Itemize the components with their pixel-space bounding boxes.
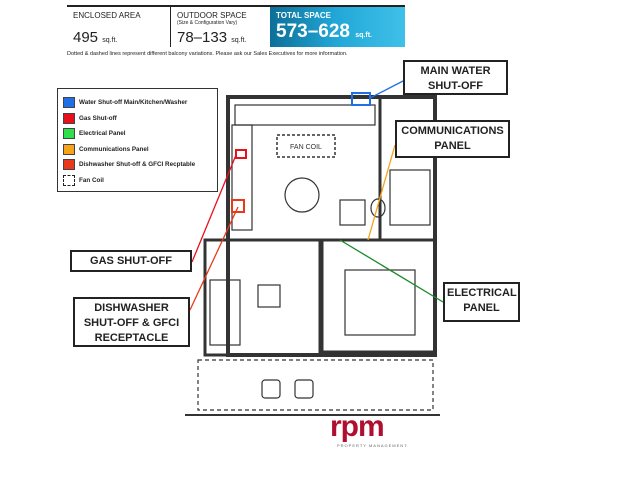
callout-dishwasher: DISHWASHER SHUT-OFF & GFCI RECEPTACLE [73,297,190,347]
brand-tagline: PROPERTY MANAGEMENT [337,443,408,448]
legend-item: Fan Coil [63,173,212,189]
legend-label: Water Shut-off Main/Kitchen/Washer [79,99,188,107]
kitchen-side-counter [231,124,253,231]
brand-logo: rpm [330,410,385,443]
comms-swatch [63,143,75,155]
legend-item: Water Shut-off Main/Kitchen/Washer [63,95,212,111]
total-label: TOTAL SPACE [276,11,331,20]
balcony [197,359,434,411]
enclosed-area: ENCLOSED AREA 495 sq.ft. [67,7,170,47]
toilet [370,198,386,218]
callout-electrical: ELECTRICAL PANEL [443,282,520,322]
legend-item: Electrical Panel [63,126,212,142]
dishwasher-marker [231,199,245,213]
fan-coil-label: FAN COIL [290,144,322,151]
legend-item: Gas Shut-off [63,111,212,127]
legend-item: Dishwasher Shut-off & GFCI Recptable [63,157,212,173]
area-summary: ENCLOSED AREA 495 sq.ft. OUTDOOR SPACE (… [67,5,405,47]
outdoor-unit: sq.ft. [231,37,247,44]
outdoor-sublabel: (Size & Configuration Vary) [177,20,238,26]
kitchen-counter [234,104,376,126]
legend-label: Gas Shut-off [79,114,117,122]
callout-communications: COMMUNICATIONS PANEL [395,120,510,158]
balcony-note: Dotted & dashed lines represent differen… [67,51,348,57]
dishwasher-swatch [63,159,75,171]
callout-main-water: MAIN WATER SHUT-OFF [403,60,508,95]
total-unit: sq.ft. [355,32,372,39]
bed [344,269,416,336]
enclosed-label: ENCLOSED AREA [73,11,141,20]
total-space: TOTAL SPACE 573–628 sq.ft. [270,7,405,47]
sofa [209,279,241,346]
water-shutoff-marker [351,92,371,106]
coffee-table [257,284,281,308]
legend: Water Shut-off Main/Kitchen/Washer Gas S… [57,88,218,192]
outdoor-space: OUTDOOR SPACE (Size & Configuration Vary… [170,7,270,47]
legend-label: Communications Panel [79,145,149,153]
living-room [203,238,322,357]
enclosed-value: 495 [73,29,99,46]
electrical-swatch [63,128,75,140]
gas-marker [235,149,247,159]
water-swatch [63,97,75,109]
fan-coil-swatch [63,174,75,186]
unit-outline [226,95,437,357]
outdoor-label: OUTDOOR SPACE [177,11,247,20]
gas-swatch [63,112,75,124]
bathtub [389,169,431,226]
legend-label: Dishwasher Shut-off & GFCI Recptable [79,161,196,169]
outdoor-value: 78–133 [177,29,228,46]
dining-table [284,177,320,213]
callout-gas: GAS SHUT-OFF [70,250,192,272]
vanity [339,199,366,226]
total-value: 573–628 [276,21,350,42]
legend-label: Fan Coil [79,176,104,184]
legend-item: Communications Panel [63,142,212,158]
legend-label: Electrical Panel [79,130,126,138]
enclosed-unit: sq.ft. [102,37,118,44]
